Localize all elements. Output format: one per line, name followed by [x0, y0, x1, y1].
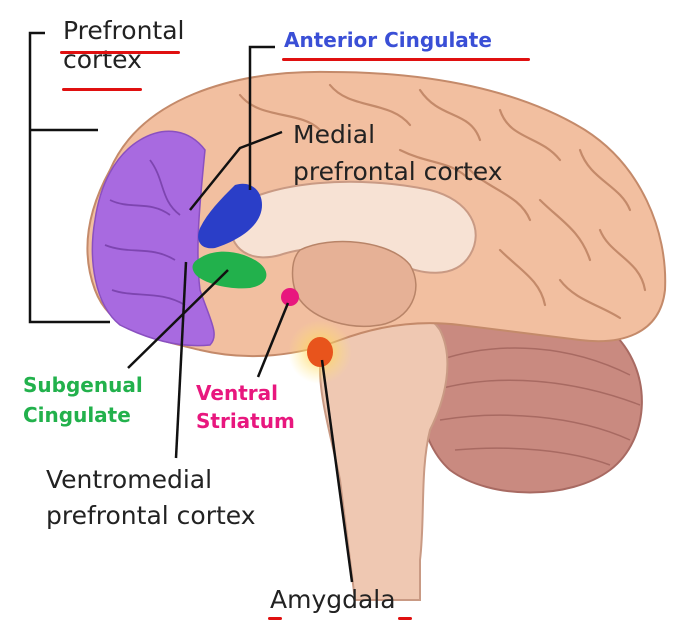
- prefrontal-cortex-label: Prefrontal cortex: [63, 16, 184, 74]
- medial-prefrontal-line2: prefrontal cortex: [293, 153, 503, 190]
- amygdala-label: Amygdala: [270, 585, 396, 614]
- subgenual-line2: Cingulate: [23, 400, 143, 430]
- ventral-striatum-line2: Striatum: [196, 407, 295, 435]
- prefrontal-cortex-line2: cortex: [63, 45, 184, 74]
- prefrontal-underline-1: [60, 51, 180, 54]
- ventromedial-line1: Ventromedial: [46, 462, 256, 498]
- ventromedial-line2: prefrontal cortex: [46, 498, 256, 534]
- prefrontal-underline-2: [62, 88, 142, 91]
- medial-prefrontal-cortex-label: Medial prefrontal cortex: [293, 116, 503, 190]
- ventromedial-prefrontal-cortex-label: Ventromedial prefrontal cortex: [46, 462, 256, 534]
- ventral-striatum-region: [281, 288, 299, 306]
- ventral-striatum-label: Ventral Striatum: [196, 379, 295, 435]
- anterior-cingulate-underline: [282, 58, 530, 61]
- subgenual-cingulate-label: Subgenual Cingulate: [23, 370, 143, 430]
- subgenual-line1: Subgenual: [23, 370, 143, 400]
- anterior-cingulate-label: Anterior Cingulate: [284, 29, 492, 52]
- ventral-striatum-line1: Ventral: [196, 379, 295, 407]
- amygdala-underline-left: [268, 617, 282, 620]
- prefrontal-cortex-line1: Prefrontal: [63, 16, 184, 45]
- amygdala-region: [307, 337, 333, 367]
- medial-prefrontal-line1: Medial: [293, 116, 503, 153]
- amygdala-underline-right: [398, 617, 412, 620]
